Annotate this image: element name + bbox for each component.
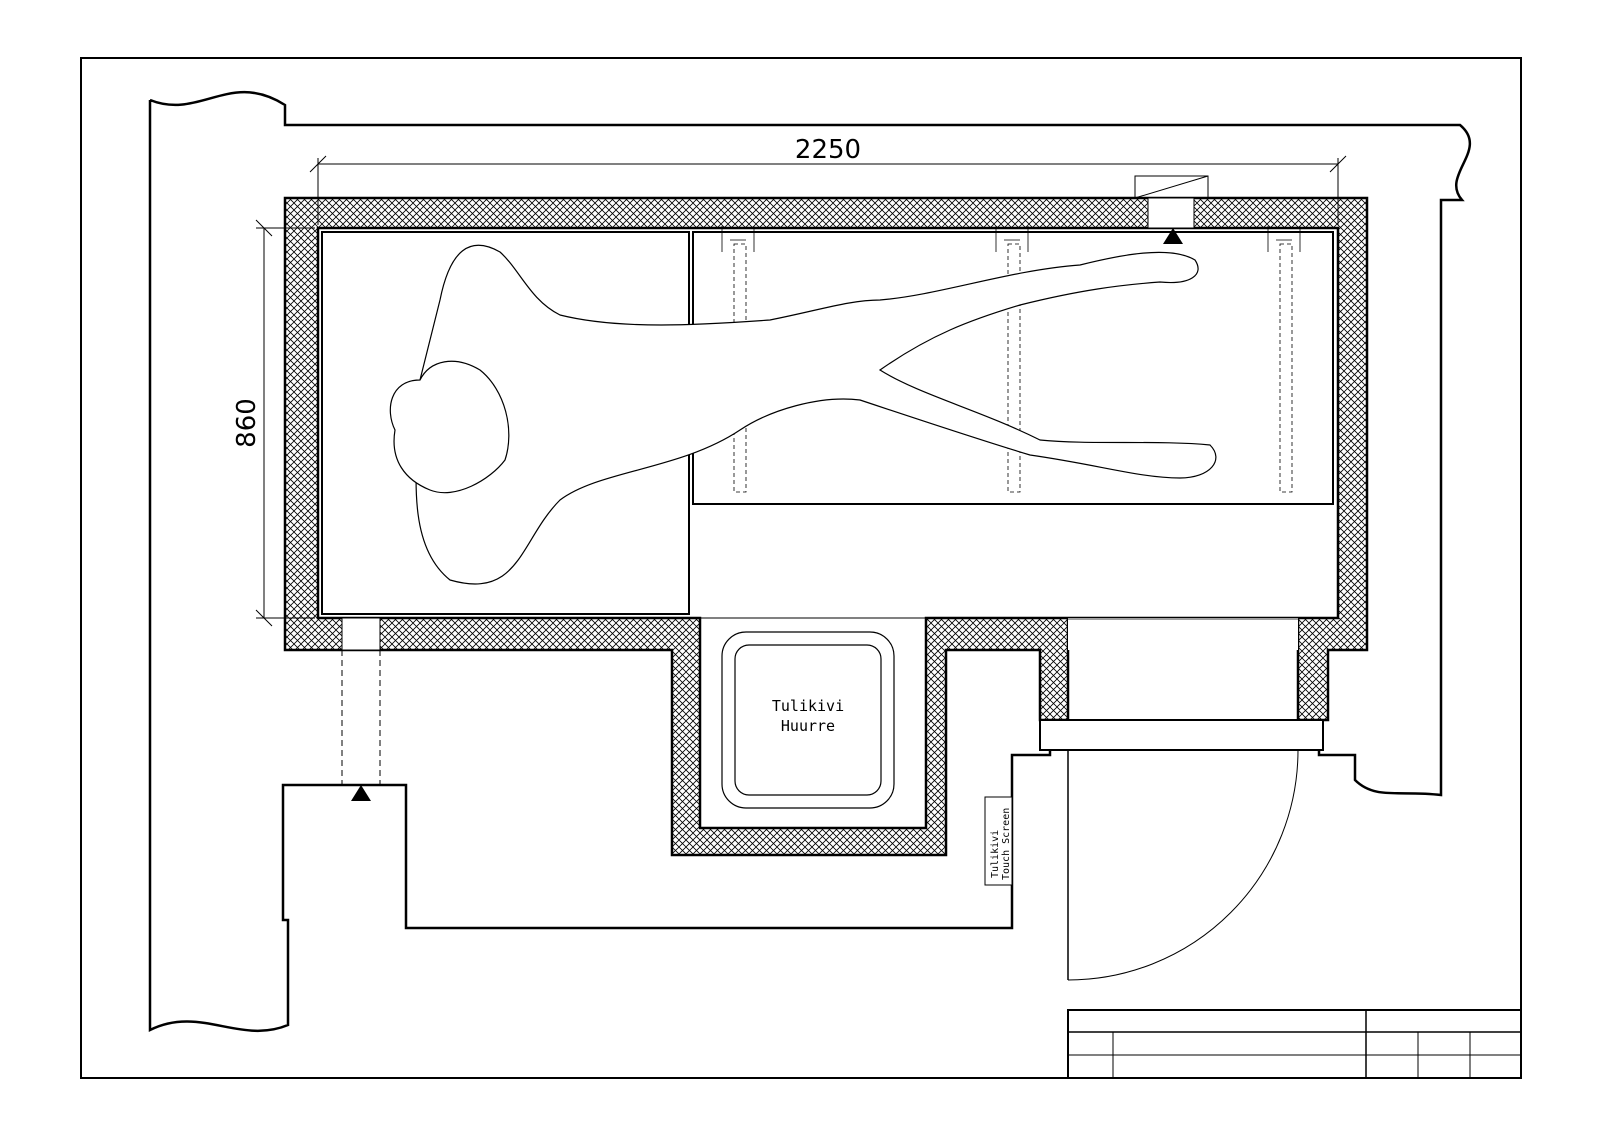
heater-model: Huurre — [781, 717, 835, 735]
control-panel-model: Touch Screen — [1001, 808, 1012, 880]
door-swing-arc — [1067, 749, 1299, 981]
control-panel-brand: Tulikivi — [990, 830, 1001, 878]
dimension-width — [255, 219, 315, 627]
heater-brand: Tulikivi — [772, 697, 844, 715]
heater-outer — [721, 631, 895, 809]
vent-cover-diagonal — [1134, 175, 1209, 199]
control-panel — [984, 796, 1013, 886]
building-wall-outline — [148, 90, 1472, 1033]
vent-opening-bottom — [341, 617, 381, 651]
vent-opening-top — [1147, 197, 1195, 229]
door-opening — [1068, 618, 1298, 650]
dimension-length-label: 2250 — [795, 135, 861, 165]
sensor-marker-icon — [351, 785, 371, 801]
bench-brackets — [721, 226, 1301, 252]
door-frame — [1039, 719, 1324, 751]
drawing-frame — [80, 57, 1522, 1079]
dimension-length — [309, 155, 1347, 225]
dimension-width-label: 860 — [232, 398, 262, 448]
sensor-marker-icon — [1163, 228, 1183, 244]
heater-inner — [734, 644, 882, 796]
vent-cover-top — [1134, 175, 1209, 199]
human-figure — [389, 244, 1217, 585]
title-block — [1067, 1009, 1522, 1079]
